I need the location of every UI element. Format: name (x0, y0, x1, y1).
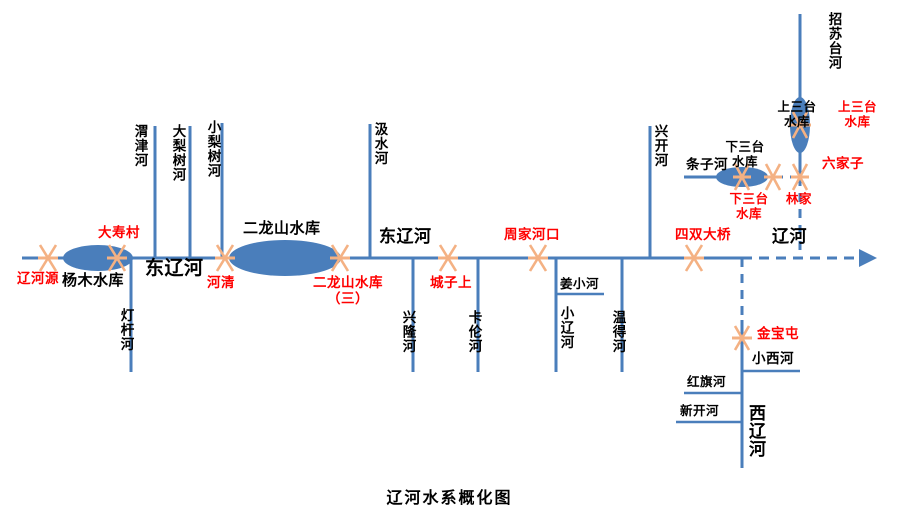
gauge-marker-liaoheyuan (38, 244, 58, 272)
tributary-label-xinglonghe: 兴隆河 (399, 310, 416, 354)
river-label-dongliaohe-2: 东辽河 (379, 227, 432, 247)
gauge-marker-erlongshan3 (330, 244, 350, 272)
gauge-marker-shangsantai (789, 111, 811, 139)
branch-label-xiaoxihe: 小西河 (752, 351, 794, 367)
gauge-label-liujiazi: 六家子 (822, 156, 864, 172)
reservoir-label-xiasantai: 下三台 水库 (725, 139, 765, 169)
tributary-label-denggangerhe: 灯杆河 (117, 308, 134, 352)
branch-label-xinkaihe: 新开河 (680, 403, 720, 418)
river-label-dongliaohe-1: 东辽河 (145, 257, 204, 279)
reservoir-erlongshan (229, 240, 341, 276)
gauge-label-liaoheyuan: 辽河源 (17, 271, 59, 287)
branch-label-tiaozihe: 条子河 (686, 157, 728, 173)
gauge-marker-liujiazi (791, 163, 809, 191)
gauge-label-linjia: 林家 (786, 191, 813, 206)
gauge-label-shangsantai: 上三台 水库 (838, 99, 878, 129)
gauge-marker-jinbaotun (732, 325, 752, 351)
tributary-label-xingkaihe: 兴开河 (651, 124, 668, 168)
gauge-label-zhoujiahekou: 周家河口 (504, 227, 560, 243)
tributary-label-dalishuhe: 大梨树河 (169, 124, 186, 182)
tributary-label-xiaolishuhe: 小梨树河 (204, 120, 221, 178)
reservoir-label-yangmu: 杨木水库 (62, 271, 125, 289)
gauge-label-chengzishang: 城子上 (430, 275, 472, 291)
gauge-marker-chengzishang (438, 244, 458, 272)
gauge-label-xiasantai: 下三台 水库 (729, 191, 769, 221)
reservoir-label-shangsantai: 上三台 水库 (777, 99, 817, 129)
gauge-label-erlongshan3: 二龙山水库 （三） (313, 275, 383, 307)
gauge-label-sishuangdaqiao: 四双大桥 (675, 227, 731, 243)
branch-label-hongqihe: 红旗河 (687, 374, 727, 389)
figure-title: 辽河水系概化图 (386, 488, 513, 507)
river-label-xiliaohe: 西辽河 (745, 404, 765, 458)
gauge-label-heqing: 河清 (207, 275, 235, 291)
gauge-marker-zhoujiahekou (528, 244, 548, 272)
gauge-label-jinbaotun: 金宝屯 (757, 326, 799, 342)
tributary-label-jishuihe: 汲水河 (371, 122, 388, 166)
reservoir-label-erlongshan: 二龙山水库 (243, 219, 321, 237)
tributary-label-weijinhe: 渭津河 (131, 124, 148, 168)
tributary-label-wendehe: 温得河 (609, 310, 626, 354)
reservoir-yangmu (63, 245, 133, 271)
branch-label-jiangxiaohe: 姜小河 (560, 276, 600, 291)
gauge-marker-xiasantai (733, 163, 751, 191)
tributary-label-xiaoliaohe: 小辽河 (557, 306, 574, 350)
gauge-marker-linjia (764, 163, 782, 191)
gauge-label-dashoucun: 大寿村 (98, 225, 140, 241)
tributary-label-kalunhe: 卡伦河 (465, 310, 482, 354)
gauge-marker-heqing (215, 244, 235, 272)
river-label-liaohe: 辽河 (772, 227, 807, 247)
gauge-marker-sishuangdaqiao (684, 244, 704, 272)
gauge-marker-dashoucun (107, 244, 127, 272)
tributary-label-zhaosutaihe: 招苏台河 (825, 12, 842, 70)
